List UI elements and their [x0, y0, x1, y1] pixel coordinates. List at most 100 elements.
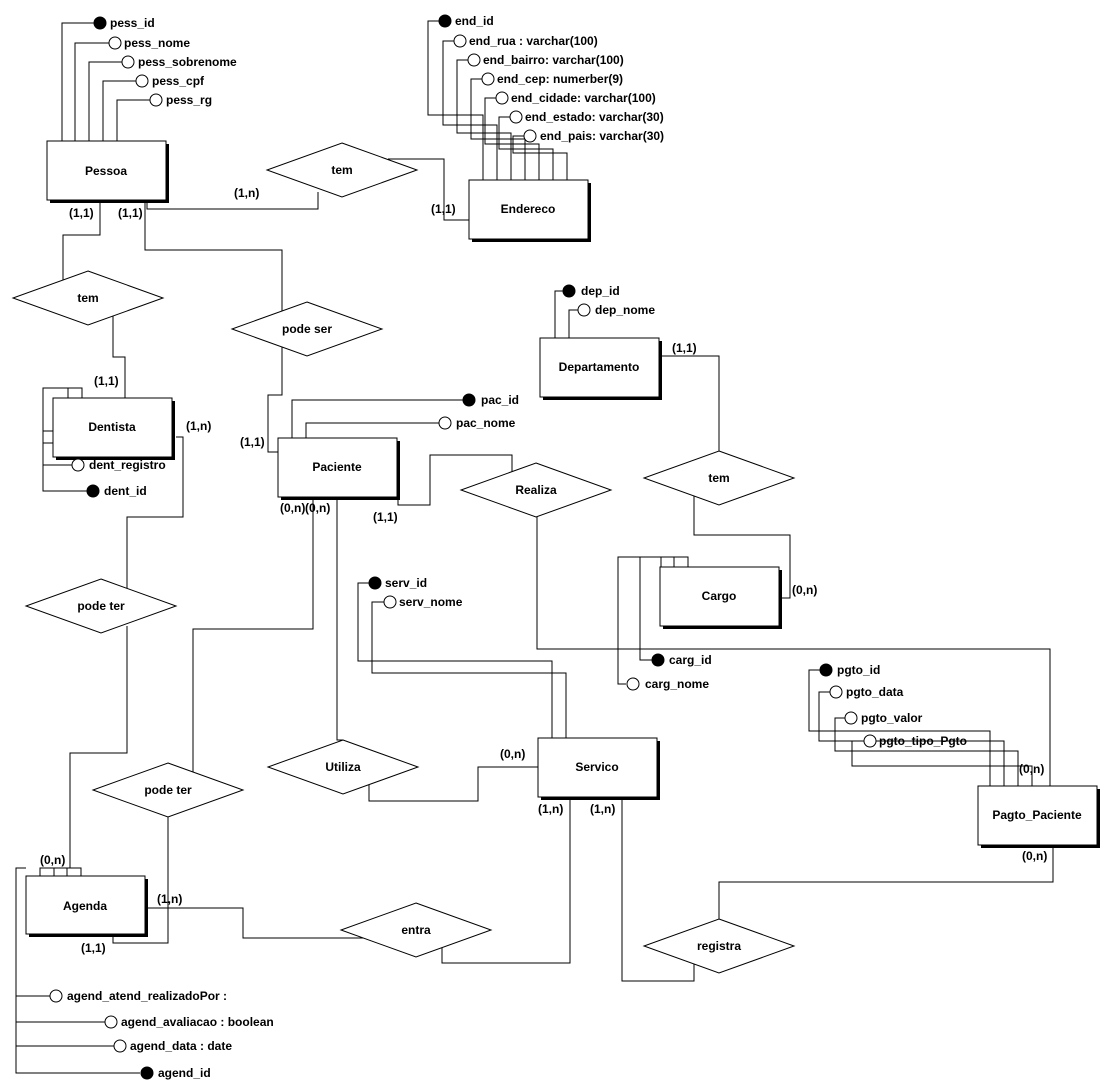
attribute-label: agend_id: [158, 1066, 211, 1080]
attribute-agend-id[interactable]: agend_id: [140, 1066, 211, 1080]
primary-key-icon: [438, 14, 452, 28]
attribute-pgto-valor[interactable]: pgto_valor: [844, 711, 923, 725]
attribute-icon: [844, 711, 858, 725]
entity-paciente[interactable]: Paciente: [277, 437, 400, 500]
attribute-serv-nome[interactable]: serv_nome: [383, 595, 463, 609]
relationship-entra[interactable]: entra: [339, 902, 493, 958]
relationship-realiza[interactable]: Realiza: [459, 462, 613, 518]
attribute-label: end_cep: numerber(9): [497, 72, 623, 86]
cardinality-labels: (1,n) (1,1) (1,1) (1,1) (1,1) (1,1) (1,n…: [40, 186, 1047, 955]
attribute-end-estado[interactable]: end_estado: varchar(30): [509, 110, 664, 124]
attribute-pac-nome[interactable]: pac_nome: [438, 416, 516, 430]
entity-cargo[interactable]: Cargo: [659, 566, 782, 629]
attribute-dep-nome[interactable]: dep_nome: [577, 303, 655, 317]
attribute-icon: [509, 110, 523, 124]
attribute-end-pais[interactable]: end_pais: varchar(30): [523, 129, 664, 143]
relationship-tem-pessoa-dentista[interactable]: tem: [11, 270, 165, 326]
connector-lines: [15, 20, 1054, 1074]
attribute-pess-cpf[interactable]: pess_cpf: [135, 74, 205, 88]
attribute-label: dep_id: [581, 284, 620, 298]
attribute-pgto-tipo-pgto[interactable]: pgto_tipo_Pgto: [863, 734, 967, 748]
attribute-label: end_pais: varchar(30): [540, 129, 664, 143]
attribute-label: pac_id: [481, 393, 519, 407]
attribute-label: pgto_tipo_Pgto: [879, 734, 967, 748]
entity-label: Cargo: [702, 589, 737, 603]
attribute-icon: [453, 34, 467, 48]
relationship-pode-ter-paciente[interactable]: pode ter: [91, 762, 245, 818]
attribute-label: dent_registro: [89, 458, 166, 472]
attribute-icon: [121, 55, 135, 69]
attribute-serv-id[interactable]: serv_id: [368, 576, 427, 590]
relationship-tem-departamento-cargo[interactable]: tem: [642, 450, 796, 506]
attribute-end-bairro[interactable]: end_bairro: varchar(100): [467, 53, 624, 67]
cardinality-label: (0,n): [792, 583, 817, 597]
relationship-label: tem: [331, 163, 352, 177]
attribute-carg-id[interactable]: carg_id: [651, 653, 712, 667]
entity-dentista[interactable]: Dentista: [52, 397, 175, 460]
entity-label: Pessoa: [85, 164, 127, 178]
cardinality-label: (0,n): [280, 501, 305, 515]
entity-pagto-paciente[interactable]: Pagto_Paciente: [977, 785, 1100, 848]
primary-key-icon: [562, 284, 576, 298]
entity-label: Paciente: [312, 460, 362, 474]
cardinality-label: (1,n): [234, 186, 259, 200]
cardinality-label: (0,n): [305, 501, 330, 515]
cardinality-label: (1,1): [81, 941, 106, 955]
cardinality-label: (1,n): [538, 802, 563, 816]
attribute-pac-id[interactable]: pac_id: [462, 393, 519, 407]
cardinality-label: (1,n): [186, 419, 211, 433]
attribute-agend-avaliacao[interactable]: agend_avaliacao : boolean: [104, 1015, 274, 1029]
attribute-icon: [383, 595, 397, 609]
attribute-agend-atend-realizadopor[interactable]: agend_atend_realizadoPor :: [49, 989, 227, 1003]
attribute-pgto-id[interactable]: pgto_id: [819, 663, 880, 677]
cardinality-label: (0,n): [1019, 762, 1044, 776]
attribute-dep-id[interactable]: dep_id: [562, 284, 620, 298]
entity-agenda[interactable]: Agenda: [25, 875, 148, 937]
relationship-utiliza[interactable]: Utiliza: [266, 739, 420, 795]
attribute-label: end_bairro: varchar(100): [483, 53, 624, 67]
relationship-label: tem: [77, 291, 98, 305]
attribute-dent-id[interactable]: dent_id: [86, 484, 147, 498]
attribute-dent-registro[interactable]: dent_registro: [71, 458, 166, 472]
attribute-end-cep[interactable]: end_cep: numerber(9): [481, 72, 623, 86]
attribute-pess-nome[interactable]: pess_nome: [108, 36, 190, 50]
attribute-end-rua[interactable]: end_rua : varchar(100): [453, 34, 598, 48]
attribute-icon: [495, 91, 509, 105]
cardinality-label: (0,n): [500, 747, 525, 761]
entity-label: Servico: [575, 760, 618, 774]
primary-key-icon: [651, 653, 665, 667]
primary-key-icon: [819, 663, 833, 677]
relationship-label: entra: [401, 923, 431, 937]
attribute-pess-id[interactable]: pess_id: [93, 16, 155, 30]
attribute-label: carg_nome: [645, 677, 709, 691]
attribute-label: end_id: [455, 14, 494, 28]
attribute-end-cidade[interactable]: end_cidade: varchar(100): [495, 91, 656, 105]
attribute-icon: [104, 1015, 118, 1029]
primary-key-icon: [368, 576, 382, 590]
entity-servico[interactable]: Servico: [537, 737, 660, 800]
attribute-label: serv_nome: [399, 595, 463, 609]
relationship-pode-ser[interactable]: pode ser: [230, 301, 384, 357]
entity-endereco[interactable]: Endereco: [468, 179, 591, 242]
attribute-label: serv_id: [385, 576, 427, 590]
attribute-icon: [467, 53, 481, 67]
relationship-label: registra: [697, 939, 741, 953]
relationship-tem-pessoa-endereco[interactable]: tem: [265, 142, 419, 198]
entity-departamento[interactable]: Departamento: [539, 337, 662, 400]
attribute-pgto-data[interactable]: pgto_data: [829, 685, 904, 699]
attribute-label: pgto_valor: [861, 711, 923, 725]
attribute-end-id[interactable]: end_id: [438, 14, 494, 28]
attribute-agend-data[interactable]: agend_data : date: [113, 1039, 232, 1053]
attribute-label: agend_avaliacao : boolean: [121, 1015, 274, 1029]
attribute-pess-rg[interactable]: pess_rg: [149, 93, 212, 107]
attribute-label: pess_rg: [166, 93, 212, 107]
relationship-registra[interactable]: registra: [642, 918, 796, 974]
relationship-pode-ter-dentista[interactable]: pode ter: [24, 578, 178, 634]
entity-pessoa[interactable]: Pessoa: [46, 140, 169, 203]
attribute-pess-sobrenome[interactable]: pess_sobrenome: [121, 55, 237, 69]
attribute-icon: [481, 72, 495, 86]
attribute-label: end_cidade: varchar(100): [511, 91, 656, 105]
attribute-carg-nome[interactable]: carg_nome: [626, 677, 709, 691]
cardinality-label: (1,1): [373, 510, 398, 524]
